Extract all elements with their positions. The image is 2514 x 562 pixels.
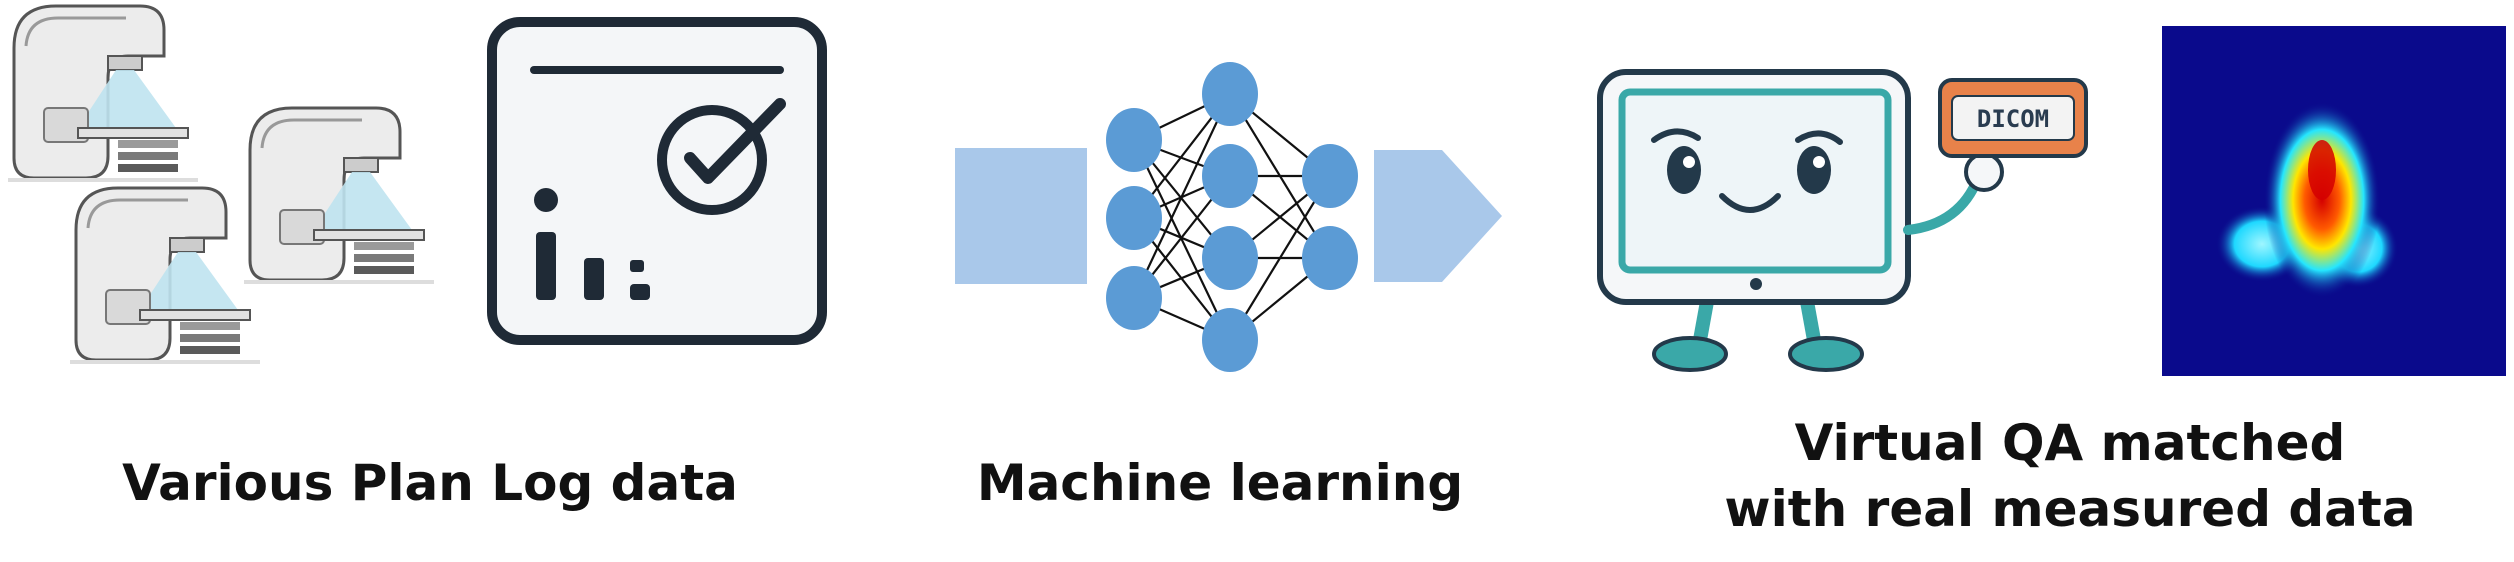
network-node	[1106, 108, 1162, 172]
dose-heatmap	[2162, 26, 2506, 376]
network-node	[1106, 186, 1162, 250]
network-node	[1106, 266, 1162, 330]
network-edge	[1133, 93, 1231, 299]
label-various-plan-log-data: Various Plan Log data	[60, 450, 800, 516]
label-line-2: with real measured data	[1724, 480, 2416, 538]
label-text: Machine learning	[976, 454, 1464, 512]
label-line-1: Virtual QA matched	[1794, 414, 2346, 472]
network-node	[1202, 144, 1258, 208]
output-arrow	[1374, 150, 1502, 282]
input-arrow	[955, 148, 1087, 284]
label-text: Various Plan Log data	[122, 454, 738, 512]
label-virtual-qa: Virtual QA matched with real measured da…	[1690, 410, 2450, 542]
network-node	[1302, 226, 1358, 290]
network-edge	[1133, 139, 1231, 341]
network-node	[1202, 308, 1258, 372]
linac-machines-icon	[6, 4, 436, 366]
report-icon	[487, 17, 827, 345]
network-node	[1302, 144, 1358, 208]
network-edge	[1229, 175, 1331, 341]
badge-text: DICOM	[1977, 105, 2049, 133]
label-machine-learning: Machine learning	[920, 450, 1520, 516]
network-node	[1202, 226, 1258, 290]
neural-network-icon	[1106, 62, 1358, 372]
computer-mascot-icon: DICOM	[1597, 69, 2088, 372]
network-node	[1202, 62, 1258, 126]
